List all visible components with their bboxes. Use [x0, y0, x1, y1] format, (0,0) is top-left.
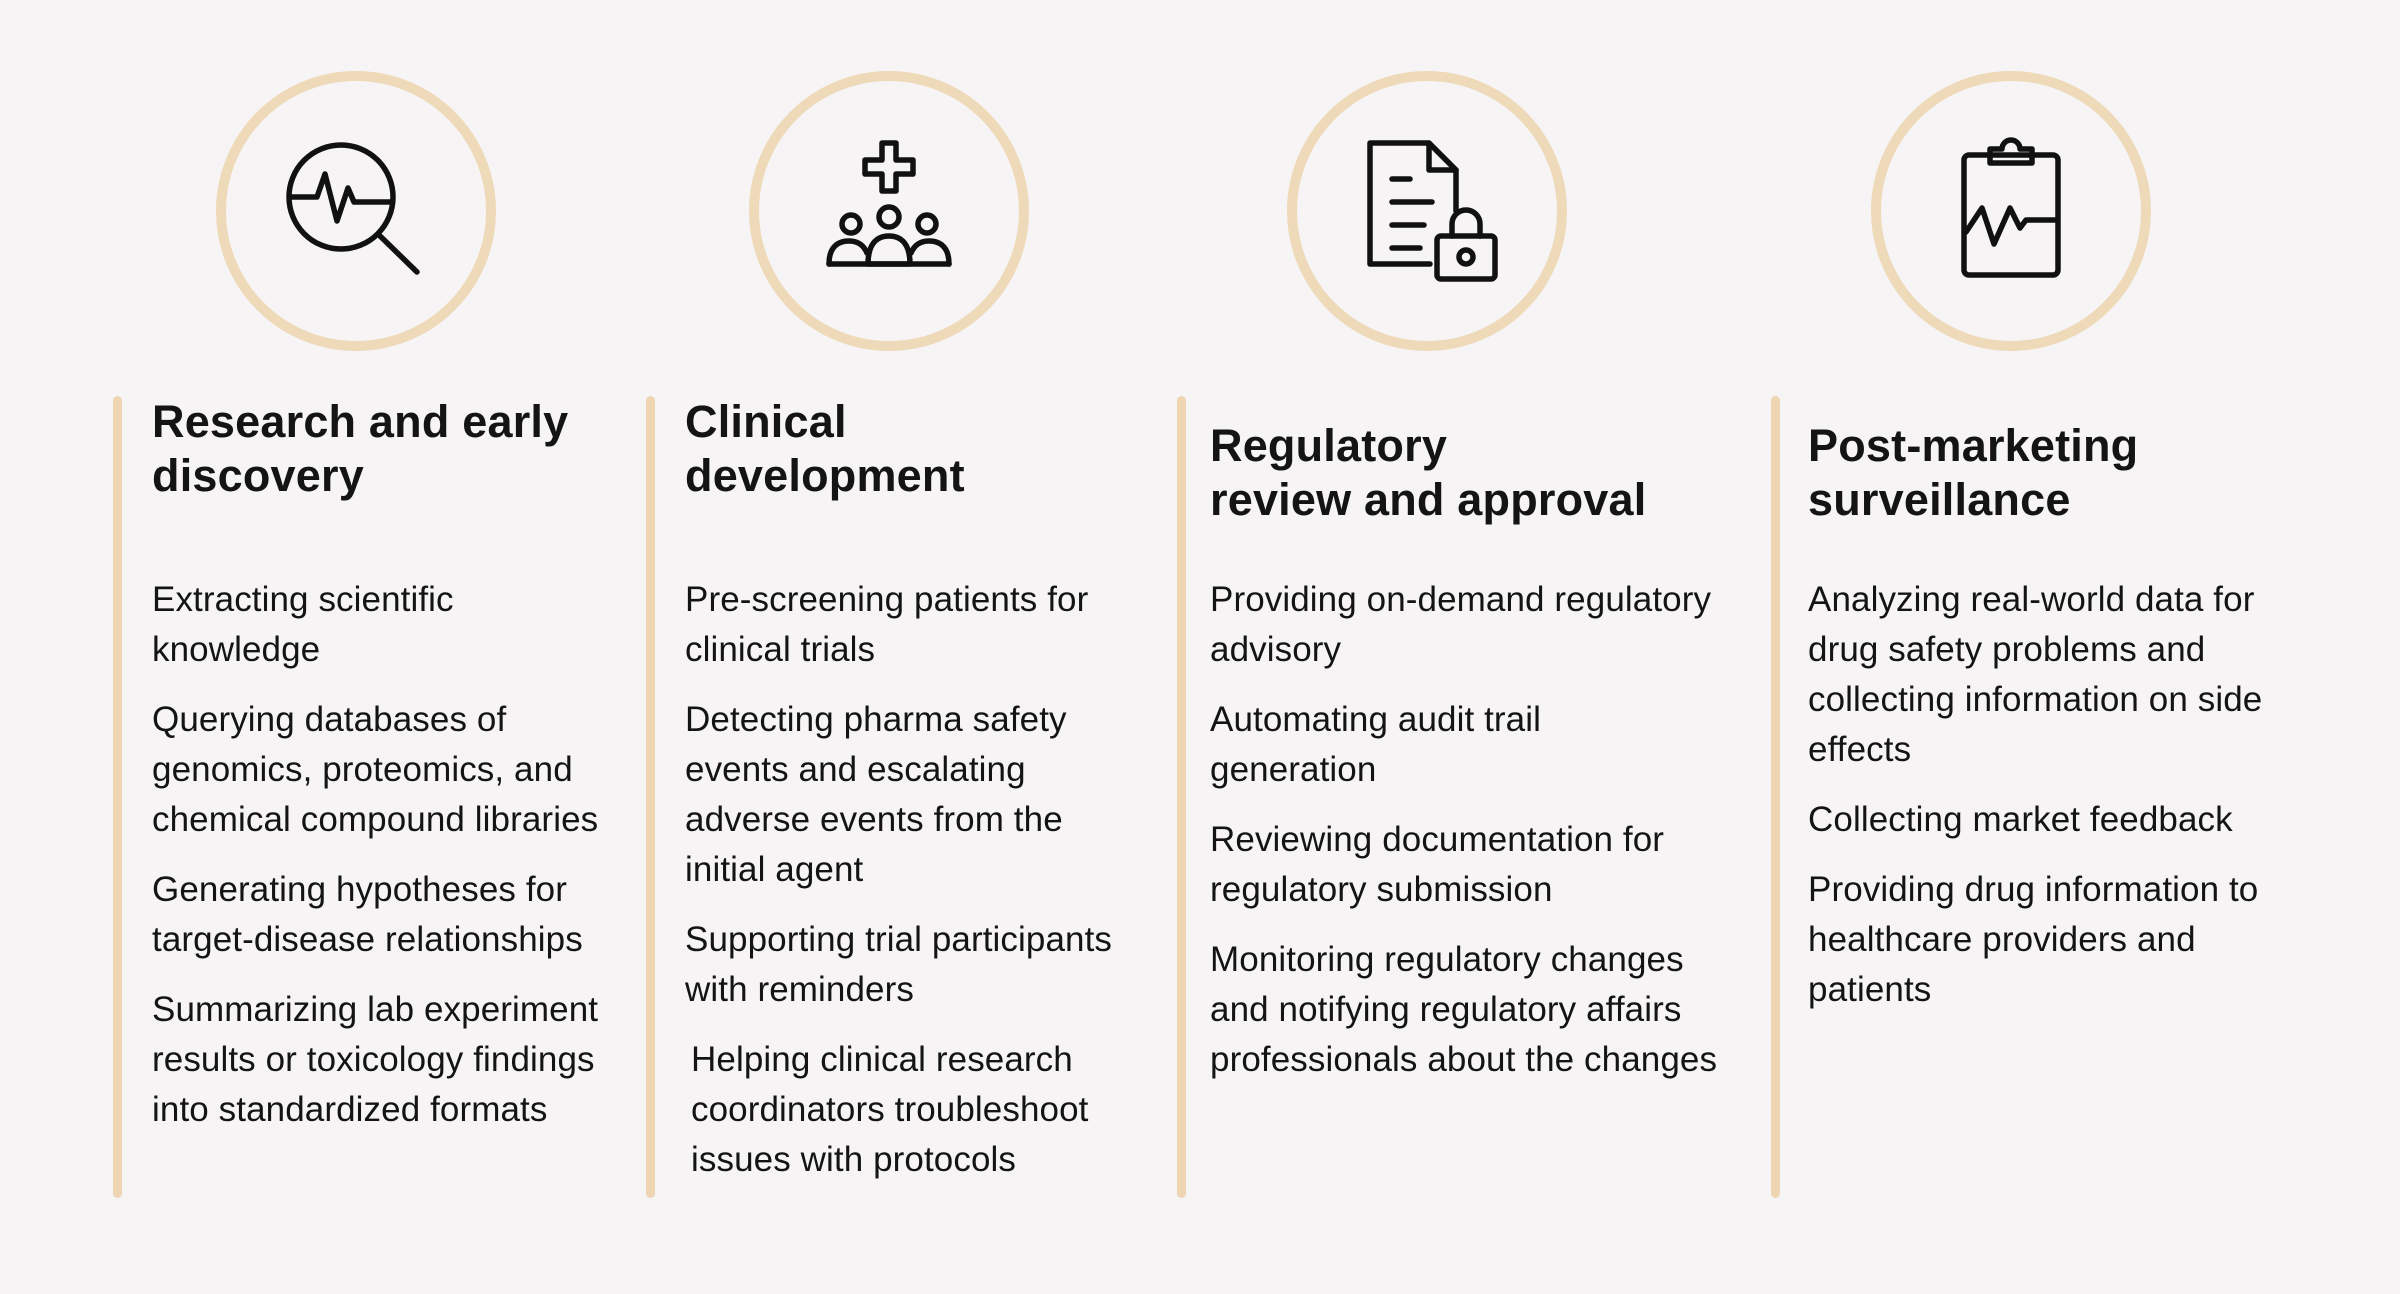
- clinical-icon-circle: [749, 71, 1029, 351]
- list-item: Extracting scientific knowledge: [152, 580, 454, 669]
- list-item: Helping clinical research coordinators t…: [691, 1040, 1089, 1179]
- list-item: Collecting market feedback: [1808, 800, 2233, 839]
- list-item: Automating audit trail generation: [1210, 700, 1541, 789]
- clinical-title-line1: Clinical: [685, 396, 847, 447]
- post-marketing-title-line2: surveillance: [1808, 474, 2071, 525]
- post-marketing-title-line1: Post-marketing: [1808, 420, 2139, 471]
- post-marketing-title: Post-marketing surveillance: [1808, 419, 2268, 527]
- clinical-title: Clinical development: [685, 395, 1125, 503]
- list-item: Querying databases of genomics, proteomi…: [152, 700, 599, 839]
- regulatory-accent-bar: [1177, 396, 1186, 1198]
- clinical-list: Pre-screening patients for clinical tria…: [685, 575, 1160, 1205]
- clinical-accent-bar: [646, 396, 655, 1198]
- regulatory-list: Providing on-demand regulatory advisory …: [1210, 575, 1740, 1105]
- regulatory-title-line1: Regulatory: [1210, 420, 1448, 471]
- list-item: Generating hypotheses for target-disease…: [152, 870, 583, 959]
- list-item: Reviewing documentation for regulatory s…: [1210, 820, 1665, 909]
- regulatory-title-line2: review and approval: [1210, 474, 1647, 525]
- clinical-title-line2: development: [685, 450, 965, 501]
- clipboard-pulse-icon: [1961, 137, 2061, 278]
- list-item: Providing on-demand regulatory advisory: [1210, 580, 1712, 669]
- list-item: Summarizing lab experiment results or to…: [152, 990, 599, 1129]
- research-accent-bar: [113, 396, 122, 1198]
- list-item: Providing drug information to healthcare…: [1808, 870, 2259, 1009]
- list-item: Analyzing real-world data for drug safet…: [1808, 580, 2263, 769]
- regulatory-title: Regulatory review and approval: [1210, 419, 1690, 527]
- document-lock-icon: [1367, 140, 1498, 282]
- regulatory-icon-circle: [1287, 71, 1567, 351]
- research-list: Extracting scientific knowledge Querying…: [152, 575, 632, 1155]
- patients-medical-cross-icon: [826, 140, 952, 267]
- list-item: Monitoring regulatory changes and notify…: [1210, 940, 1718, 1079]
- research-title: Research and early discovery: [152, 395, 592, 503]
- list-item: Supporting trial participants with remin…: [685, 920, 1113, 1009]
- magnifier-pulse-icon: [286, 142, 420, 275]
- post-marketing-list: Analyzing real-world data for drug safet…: [1808, 575, 2308, 1035]
- post-marketing-icon-circle: [1871, 71, 2151, 351]
- research-icon-circle: [216, 71, 496, 351]
- research-title-line2: discovery: [152, 450, 364, 501]
- research-title-line1: Research and early: [152, 396, 569, 447]
- list-item: Detecting pharma safety events and escal…: [685, 700, 1067, 889]
- list-item: Pre-screening patients for clinical tria…: [685, 580, 1089, 669]
- post-marketing-accent-bar: [1771, 396, 1780, 1198]
